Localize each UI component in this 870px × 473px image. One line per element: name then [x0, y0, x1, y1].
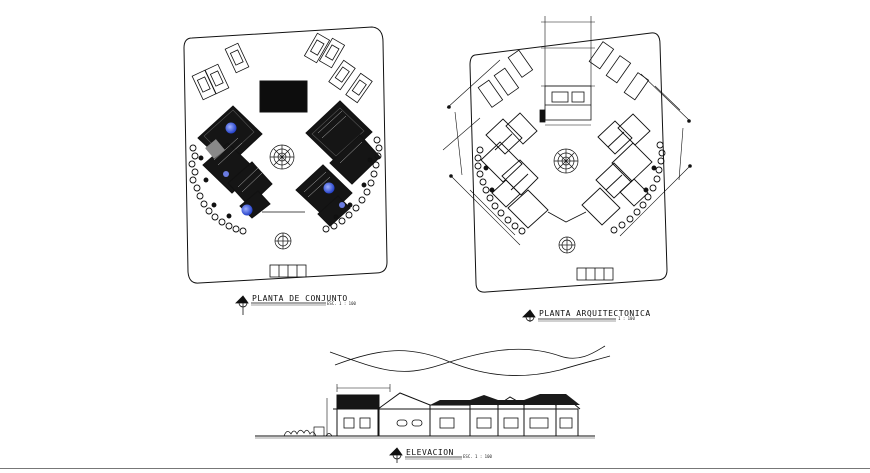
architectural-plan-title: PLANTA ARQUITECTONICA — [539, 309, 651, 318]
plan-entrance-steps — [576, 267, 614, 281]
plan-dimension-lines-left — [442, 59, 521, 246]
north-arrow-plan — [522, 309, 616, 322]
elevation-windows — [343, 417, 573, 429]
elevation-scale: ESC. 1 : 100 — [463, 454, 492, 459]
site-boundary — [183, 26, 388, 284]
plan-walkway — [547, 211, 587, 223]
parking-top-right — [303, 32, 373, 104]
site-plan-title: PLANTA DE CONJUNTO — [252, 294, 348, 303]
plan-parking-left — [477, 49, 534, 108]
terrain-profile-one — [329, 345, 606, 372]
plan-trees-left — [474, 146, 526, 235]
trees-left — [188, 144, 247, 235]
elevation-shrubs — [283, 426, 333, 437]
architectural-plan — [442, 16, 692, 293]
site-plan-scale: ESC. 1 : 100 — [327, 301, 356, 306]
sheet-bottom-rule — [0, 468, 870, 469]
plan-dimension-lines-right — [619, 73, 692, 237]
plan-trees-right — [610, 141, 666, 234]
architectural-plan-scale: 1 : 100 — [618, 316, 635, 321]
plan-roundel — [558, 236, 576, 254]
plan-parking-right — [588, 41, 650, 101]
north-arrow-elevation — [389, 447, 462, 463]
parking-top-left — [191, 42, 250, 101]
plan-left-wing-rooms — [480, 112, 549, 229]
plan-right-wing-rooms — [581, 113, 653, 226]
terrain-profile-two — [334, 350, 611, 376]
plan-top-wing — [539, 16, 595, 126]
plan-boundary — [469, 32, 668, 293]
elevation-walls — [377, 408, 579, 437]
central-plaza-block — [259, 80, 308, 113]
site-roundel — [274, 232, 292, 250]
north-arrow-site — [235, 295, 326, 315]
trees-right — [322, 136, 383, 233]
site-fountain — [269, 144, 295, 170]
plan-fountain — [553, 148, 579, 174]
elevation — [255, 345, 611, 439]
site-entrance-steps — [269, 264, 307, 278]
elevation-title: ELEVACION — [406, 448, 454, 457]
left-wing-buildings — [197, 105, 273, 219]
site-plan — [183, 26, 388, 284]
right-wing-buildings — [295, 100, 381, 227]
